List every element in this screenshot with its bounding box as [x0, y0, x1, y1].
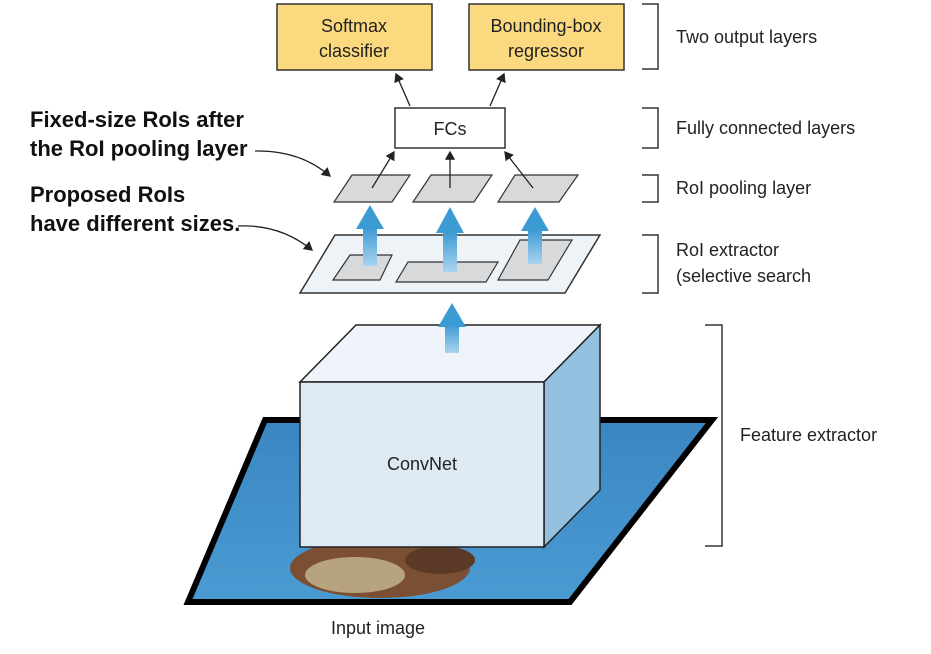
fc-to-softmax-arrow	[394, 72, 411, 107]
bbox-label-line2: regressor	[508, 41, 584, 61]
convnet-front-face	[299, 381, 545, 548]
note-proposed-line1: Proposed RoIs	[30, 182, 185, 207]
pooled-roi	[411, 174, 494, 203]
fc-label: FCs	[434, 119, 467, 139]
blue-arrow	[356, 205, 384, 266]
label-roi-pooling: RoI pooling layer	[676, 178, 811, 198]
label-feature-extractor: Feature extractor	[740, 425, 877, 445]
softmax-classifier-box: Softmax classifier	[276, 3, 433, 71]
bbox-regressor-box: Bounding-box regressor	[468, 3, 625, 71]
image-content-shape	[405, 546, 475, 574]
note-proposed-pointer	[237, 225, 314, 251]
label-roi-extractor-line1: RoI extractor	[676, 240, 779, 260]
label-roi-extractor-line2: (selective search	[676, 266, 811, 286]
pooled-to-fc-arrow	[504, 150, 534, 189]
label-output-layers: Two output layers	[676, 27, 817, 47]
image-content-shape	[305, 557, 405, 593]
softmax-label-line1: Softmax	[321, 16, 387, 36]
blue-arrow	[521, 207, 549, 264]
label-fully-connected: Fully connected layers	[676, 118, 855, 138]
fc-box: FCs	[394, 107, 506, 149]
input-image-label: Input image	[331, 618, 425, 638]
roi-pooling-layer	[332, 174, 580, 203]
convnet-label: ConvNet	[387, 454, 457, 474]
pooled-to-fc-arrow	[371, 150, 395, 189]
bbox-label-line1: Bounding-box	[490, 16, 601, 36]
bracket-fully-connected	[642, 107, 659, 149]
bracket-roi-pooling	[642, 174, 659, 203]
bracket-output-layers	[642, 3, 659, 70]
bracket-roi-extractor	[642, 234, 659, 294]
softmax-label-line2: classifier	[319, 41, 389, 61]
note-fixed-line1: Fixed-size RoIs after	[30, 107, 244, 132]
note-fixed-pointer	[254, 150, 331, 177]
proposed-roi	[331, 254, 393, 281]
pooled-roi	[332, 174, 412, 203]
bracket-feature-extractor	[705, 324, 723, 547]
blue-arrow	[438, 303, 466, 353]
blue-arrow	[436, 207, 464, 272]
note-proposed-line2: have different sizes.	[30, 211, 240, 236]
note-fixed-line2: the RoI pooling layer	[30, 136, 248, 161]
fc-to-bbox-arrow	[489, 72, 506, 107]
pooled-roi	[496, 174, 580, 203]
convnet-block: ConvNet	[298, 323, 602, 549]
